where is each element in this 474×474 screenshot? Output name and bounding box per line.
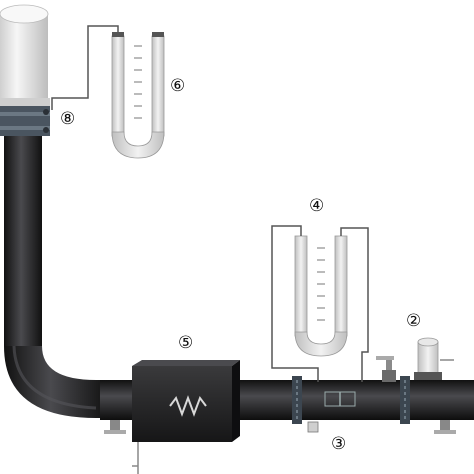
callout-5: ⑤ bbox=[178, 333, 193, 353]
u-tube-manometer-upper bbox=[51, 25, 165, 159]
callout-4: ④ bbox=[309, 196, 324, 216]
cylinder-tank bbox=[0, 4, 50, 106]
u-tube-manometer-lower bbox=[271, 225, 369, 382]
callout-2: ② bbox=[406, 311, 421, 331]
pipe-supports bbox=[104, 420, 456, 434]
valve bbox=[376, 356, 396, 382]
callout-6: ⑥ bbox=[170, 76, 185, 96]
top-flange bbox=[0, 106, 50, 136]
callout-3: ③ bbox=[331, 434, 346, 454]
pipe-elbow bbox=[4, 346, 108, 418]
zigzag-heating-coil bbox=[169, 395, 207, 417]
flow-meter bbox=[414, 337, 454, 380]
measurement-section bbox=[307, 391, 356, 433]
vertical-pipe bbox=[4, 136, 42, 346]
pipe-flanges bbox=[292, 376, 410, 424]
heater-box bbox=[132, 360, 240, 474]
callout-8: ⑧ bbox=[60, 109, 75, 129]
